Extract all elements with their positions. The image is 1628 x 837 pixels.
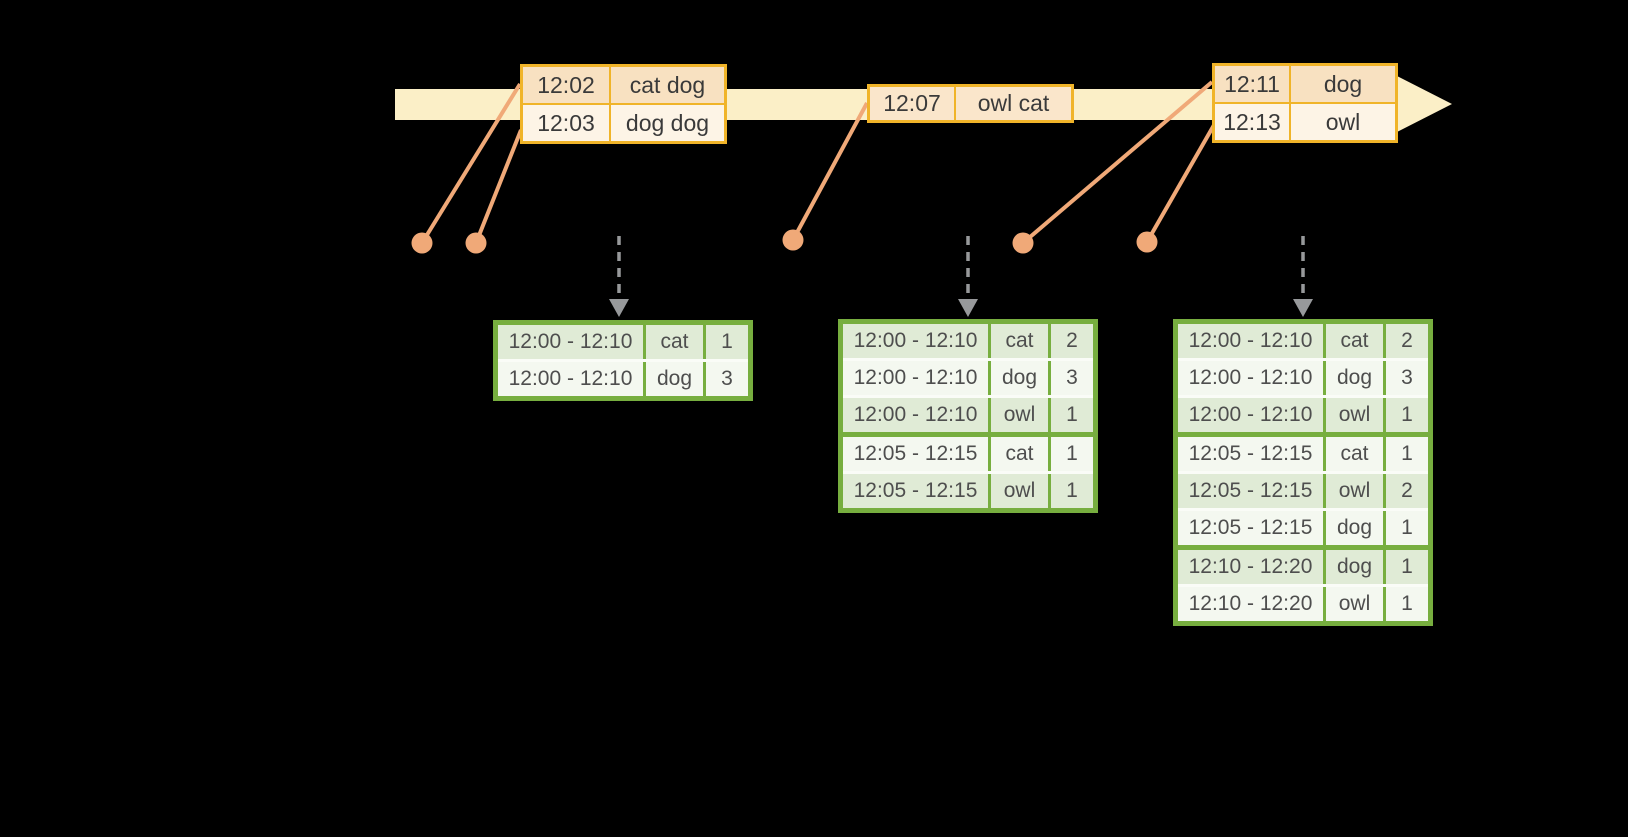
count: 1 [1051,437,1093,471]
result-row: 12:00 - 12:10 dog 3 [843,358,1093,395]
trigger-arrow-head-icon [609,299,629,317]
window-range: 12:10 - 12:20 [1178,550,1323,584]
result-table-2: 12:00 - 12:10 cat 2 12:00 - 12:10 dog 3 … [838,319,1098,513]
input-row: 12:07 owl cat [870,87,1071,120]
word: cat [1326,324,1383,358]
event-words: dog [1291,66,1395,102]
result-row: 12:00 - 12:10 cat 1 [498,325,748,359]
window-range: 12:10 - 12:20 [1178,587,1323,621]
window-range: 12:00 - 12:10 [1178,361,1323,395]
count: 1 [1386,587,1428,621]
event-connector-line [474,129,523,244]
result-row: 12:05 - 12:15 owl 1 [843,471,1093,508]
result-table-3: 12:00 - 12:10 cat 2 12:00 - 12:10 dog 3 … [1173,319,1433,626]
result-row: 12:00 - 12:10 owl 1 [1178,395,1428,432]
count: 1 [1386,437,1428,471]
word: owl [1326,474,1383,508]
word: dog [1326,511,1383,545]
trigger-arrow-head-icon [958,299,978,317]
trigger-arrow-head-icon [1293,299,1313,317]
window-range: 12:05 - 12:15 [1178,511,1323,545]
input-table-1: 12:02 cat dog 12:03 dog dog [520,64,727,144]
event-time: 12:03 [523,105,609,141]
input-row: 12:11 dog [1215,66,1395,102]
count: 1 [1051,474,1093,508]
event-connector-line [1021,80,1214,245]
input-row: 12:03 dog dog [523,103,724,141]
event-words: owl cat [956,87,1071,120]
word: dog [646,362,703,396]
word: cat [1326,437,1383,471]
event-dot [465,232,487,254]
window-range: 12:05 - 12:15 [843,437,988,471]
window-range: 12:00 - 12:10 [843,398,988,432]
event-words: cat dog [611,67,724,103]
count: 3 [706,362,748,396]
event-time: 12:07 [870,87,954,120]
result-row: 12:10 - 12:20 owl 1 [1178,584,1428,621]
event-words: owl [1291,104,1395,140]
count: 3 [1051,361,1093,395]
count: 1 [1051,398,1093,432]
word: owl [1326,398,1383,432]
event-connector-line [420,82,522,245]
window-range: 12:00 - 12:10 [843,361,988,395]
window-range: 12:05 - 12:15 [1178,437,1323,471]
event-dot [782,229,804,251]
word: dog [1326,550,1383,584]
word: owl [991,398,1048,432]
window-range: 12:00 - 12:10 [1178,324,1323,358]
count: 1 [706,325,748,359]
window-range: 12:05 - 12:15 [843,474,988,508]
event-dot [1136,231,1158,253]
input-table-3: 12:11 dog 12:13 owl [1212,63,1398,143]
event-connector-line [791,102,869,241]
event-words: dog dog [611,105,724,141]
event-time: 12:02 [523,67,609,103]
result-row: 12:00 - 12:10 dog 3 [498,359,748,396]
event-time: 12:11 [1215,66,1289,102]
result-row: 12:10 - 12:20 dog 1 [1178,545,1428,584]
result-row: 12:05 - 12:15 cat 1 [1178,432,1428,471]
event-time: 12:13 [1215,104,1289,140]
window-range: 12:05 - 12:15 [1178,474,1323,508]
word: cat [991,437,1048,471]
window-range: 12:00 - 12:10 [1178,398,1323,432]
event-connector-line [1145,124,1216,243]
word: cat [646,325,703,359]
result-row: 12:05 - 12:15 dog 1 [1178,508,1428,545]
event-dot [1012,232,1034,254]
word: dog [1326,361,1383,395]
word: dog [991,361,1048,395]
window-range: 12:00 - 12:10 [498,325,643,359]
count: 1 [1386,398,1428,432]
result-row: 12:00 - 12:10 dog 3 [1178,358,1428,395]
event-dot [411,232,433,254]
count: 2 [1386,474,1428,508]
count: 1 [1386,550,1428,584]
count: 3 [1386,361,1428,395]
result-row: 12:05 - 12:15 owl 2 [1178,471,1428,508]
result-row: 12:00 - 12:10 owl 1 [843,395,1093,432]
count: 2 [1051,324,1093,358]
count: 2 [1386,324,1428,358]
input-row: 12:13 owl [1215,102,1395,140]
word: cat [991,324,1048,358]
input-row: 12:02 cat dog [523,67,724,103]
window-range: 12:00 - 12:10 [498,362,643,396]
result-row: 12:00 - 12:10 cat 2 [1178,324,1428,358]
result-table-1: 12:00 - 12:10 cat 1 12:00 - 12:10 dog 3 [493,320,753,401]
word: owl [991,474,1048,508]
result-row: 12:00 - 12:10 cat 2 [843,324,1093,358]
count: 1 [1386,511,1428,545]
word: owl [1326,587,1383,621]
timeline-arrowhead-icon [1397,76,1452,132]
input-table-2: 12:07 owl cat [867,84,1074,123]
result-row: 12:05 - 12:15 cat 1 [843,432,1093,471]
window-range: 12:00 - 12:10 [843,324,988,358]
